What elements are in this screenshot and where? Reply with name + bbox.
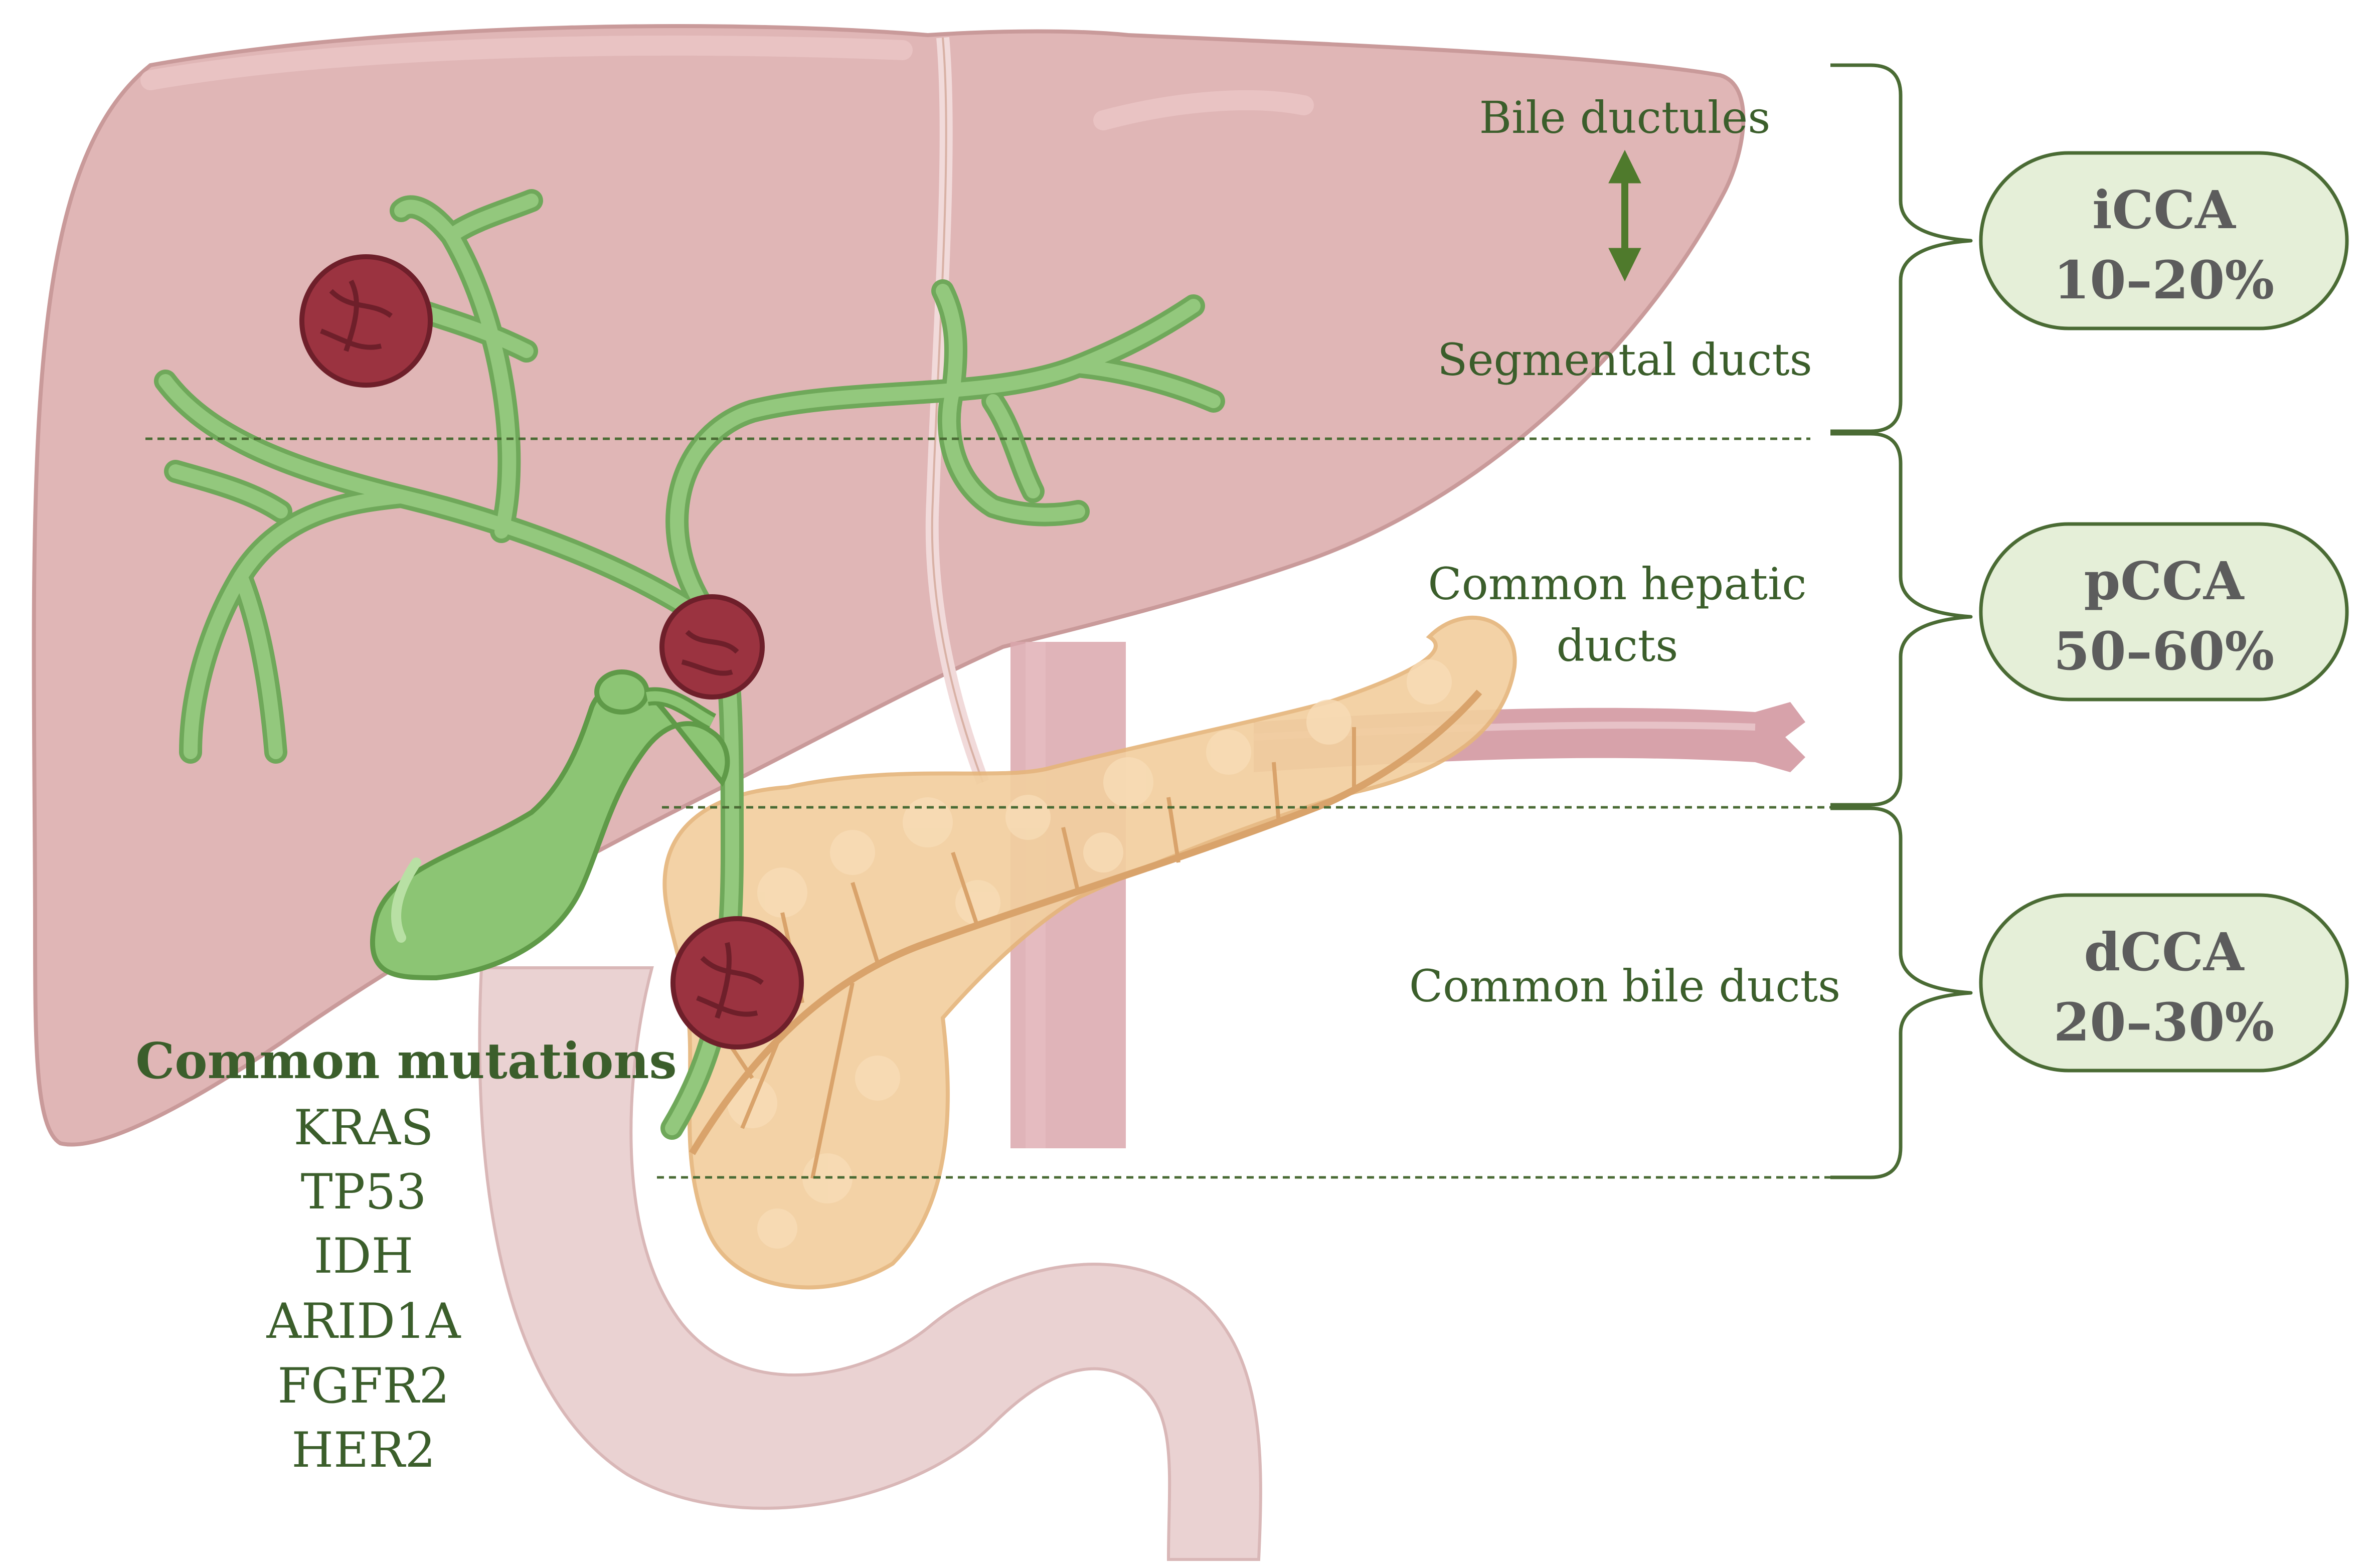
region-labels: Bile ductules Segmental ducts Common hep… <box>1409 92 1840 1012</box>
label-common-hepatic-line2: ducts <box>1557 620 1678 671</box>
mutations-block: Common mutations KRAS TP53 IDH ARID1A FG… <box>135 1032 676 1478</box>
mutations-title: Common mutations <box>135 1032 676 1090</box>
mutation-item: KRAS <box>293 1100 433 1156</box>
pill-icca-range: 10–20% <box>2054 249 2274 311</box>
brackets <box>1830 63 1973 1179</box>
double-arrow-icon <box>1608 149 1641 282</box>
pill-icca: iCCA 10–20% <box>1979 151 2349 330</box>
pancreas <box>662 615 1517 1290</box>
bracket-icca <box>1830 63 1973 433</box>
tumor-perihilar <box>659 594 765 700</box>
tumor-distal <box>670 916 804 1050</box>
tumor-intrahepatic <box>299 254 433 388</box>
level-lines <box>145 437 1866 1179</box>
pill-dcca-range: 20–30% <box>2054 991 2274 1053</box>
intestine <box>478 966 1262 1561</box>
pill-icca-name: iCCA <box>2092 179 2236 241</box>
pill-pcca-name: pCCA <box>2084 550 2245 612</box>
mutation-item: HER2 <box>291 1422 435 1478</box>
mutation-item: FGFR2 <box>277 1358 449 1414</box>
mutation-item: TP53 <box>301 1164 427 1220</box>
pill-pcca: pCCA 50–60% <box>1979 522 2349 702</box>
label-segmental-ducts: Segmental ducts <box>1437 334 1812 386</box>
pill-dcca: dCCA 20–30% <box>1979 893 2349 1073</box>
mutation-item: ARID1A <box>266 1293 462 1349</box>
label-common-bile-ducts: Common bile ducts <box>1409 960 1840 1012</box>
mutation-item: IDH <box>314 1228 414 1284</box>
label-common-hepatic-line1: Common hepatic <box>1428 558 1806 610</box>
pill-dcca-name: dCCA <box>2084 921 2245 983</box>
bracket-dcca <box>1830 806 1973 1179</box>
pill-pcca-range: 50–60% <box>2054 620 2274 682</box>
label-bile-ductules: Bile ductules <box>1479 92 1771 143</box>
gallbladder <box>370 669 730 981</box>
bracket-pcca <box>1830 432 1973 807</box>
